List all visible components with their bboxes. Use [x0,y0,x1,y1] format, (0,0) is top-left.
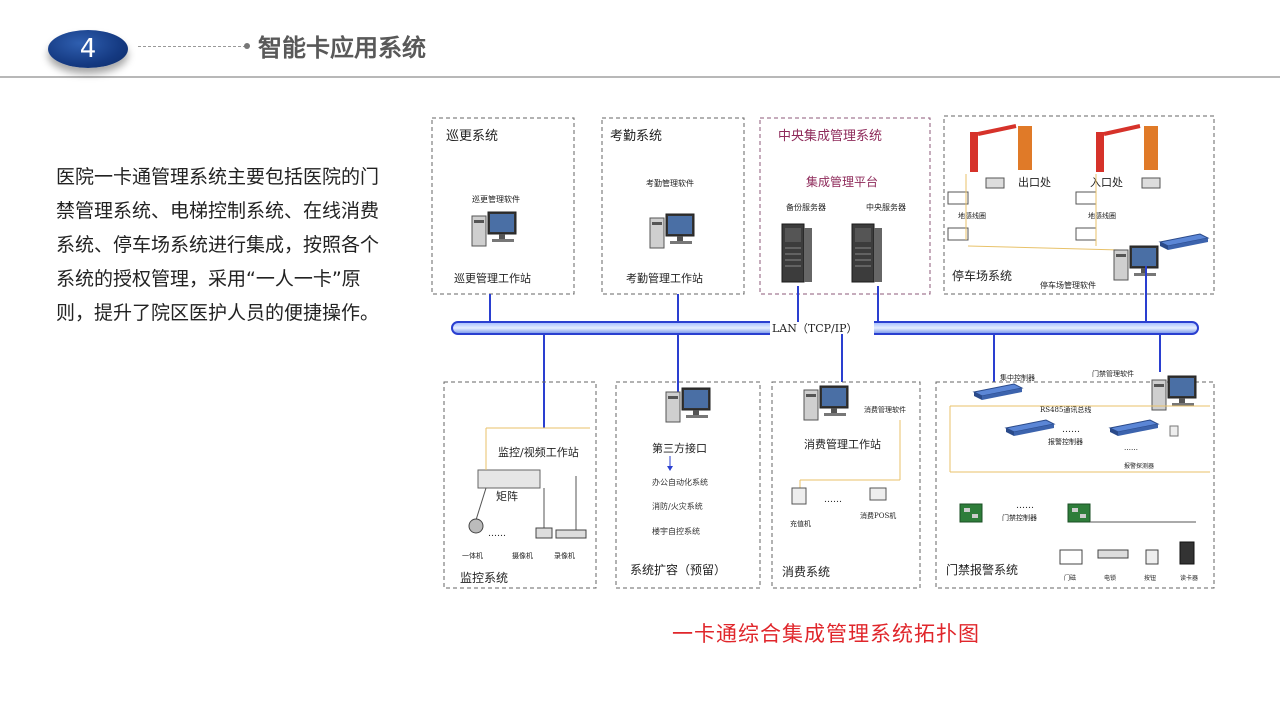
consume-system-box: 消费管理软件 消费管理工作站 …… 充值机 消费POS机 消费系统 [771,381,921,589]
access-title: 门禁报警系统 [946,562,1018,577]
parking-entry-label: 入口处 [1090,176,1123,189]
central-controller-icon [973,383,1023,401]
charger-label: 充值机 [790,519,811,528]
extension-item-3: 楼宇自控系统 [652,526,700,536]
parking-exit-label: 出口处 [1018,175,1051,189]
door-controller-label: 门禁控制器 [1002,513,1037,522]
attendance-system-box: 考勤系统 考勤管理软件 考勤管理工作站 [601,117,745,295]
matrix-label: 矩阵 [496,489,518,503]
pos-terminal-icon [869,487,887,501]
device-button-label: 按钮 [1144,574,1156,582]
exit-barrier-icon [970,132,978,172]
access-system-box: 集中控制器 门禁管理软件 RS485通讯总线 …… 报警控制器 …… 报警探测器… [935,369,1215,589]
lan-bus-label: LAN（TCP/IP） [772,322,857,335]
parking-software-pc-icon [1113,245,1159,281]
door-magnet-icon [1059,549,1083,565]
parking-software-label: 停车场管理软件 [1040,280,1096,290]
patrol-software-label: 巡更管理软件 [472,194,520,204]
alarm-controller-label: 报警控制器 [1048,437,1083,446]
extension-title: 系统扩容（预留） [630,562,726,577]
entry-camera-icon [1141,177,1161,189]
header-divider [0,76,1280,78]
consume-station-label: 消费管理工作站 [804,437,881,451]
slide-number: 4 [79,34,97,64]
extension-system-box: 第三方接口 办公自动化系统 消防/火灾系统 楼宇自控系统 系统扩容（预留） [615,381,761,589]
parking-switch-icon [1159,233,1209,251]
central-server-label: 中央服务器 [866,202,906,212]
rs485-bus-label: RS485通讯总线 [1040,405,1091,414]
monitor-device-1-label: 一体机 [462,551,483,560]
device-lock-label: 电锁 [1104,574,1116,582]
extension-item-2: 消防/火灾系统 [652,501,703,511]
badge-connector-line [138,46,246,47]
backup-server-label: 备份服务器 [786,202,826,212]
pos-label: 消费POS机 [860,511,896,520]
dome-camera-icon [468,518,484,534]
alarm-controller-icon-2 [1109,419,1159,437]
matrix-icon [477,469,541,489]
patrol-title: 巡更系统 [446,129,498,144]
attendance-software-label: 考勤管理软件 [646,178,694,188]
slide-title: 智能卡应用系统 [258,34,426,62]
attendance-station-label: 考勤管理工作站 [626,271,703,285]
alarm-probe-dots: …… [1124,444,1138,452]
device-reader-label: 读卡器 [1180,574,1198,582]
topology-diagram: 巡更系统 巡更管理软件 巡更管理工作站 考勤系统 考勤管理软件 考勤管理工作站 … [431,115,1215,589]
backup-server-icon [781,223,813,283]
interface-pc-icon [665,387,711,423]
third-party-interface-label: 第三方接口 [652,441,707,455]
alarm-controller-icon-1 [1005,419,1055,437]
recorder-icon [555,529,587,539]
monitor-device-2-label: 摄像机 [512,551,533,560]
exit-camera-icon [985,177,1005,189]
central-platform-label: 集成管理平台 [806,174,878,189]
door-dots: …… [1016,501,1034,511]
badge-connector-dot [244,43,250,49]
central-controller-label: 集中控制器 [1000,373,1035,382]
central-title: 中央集成管理系统 [778,128,882,144]
entry-barrier-icon [1096,132,1104,172]
monitor-device-3-label: 录像机 [554,551,575,560]
body-paragraph: 医院一卡通管理系统主要包括医院的门禁管理系统、电梯控制系统、在线消费系统、停车场… [56,166,380,324]
exit-ticket-machine-icon [1018,126,1032,170]
parking-system-box: 出口处 地感线圈 入口处 地感线圈 停车场系统 停车场管理软件 [943,115,1215,295]
parking-title: 停车场系统 [952,268,1012,283]
patrol-system-box: 巡更系统 巡更管理软件 巡更管理工作站 [431,117,575,295]
exit-button-icon [1145,549,1159,565]
door-controller-icon-2 [1067,503,1091,523]
card-reader-icon [1179,541,1195,565]
access-pc-icon [1151,375,1197,411]
monitor-dots: …… [488,529,506,539]
monitor-title: 监控系统 [460,571,508,585]
parking-loop-exit-label: 地感线圈 [958,211,986,220]
device-door-magnet-label: 门磁 [1064,574,1076,582]
door-controller-icon-1 [959,503,983,523]
slide-number-badge: 4 [48,30,128,68]
monitor-system-box: 监控/视频工作站 矩阵 …… 一体机 摄像机 录像机 监控系统 [443,381,597,589]
parking-loop-entry-label: 地感线圈 [1088,211,1116,220]
bullet-camera-icon [535,527,553,539]
diagram-caption: 一卡通综合集成管理系统拓扑图 [672,622,980,646]
monitor-station-label: 监控/视频工作站 [498,445,579,459]
consume-title: 消费系统 [782,565,830,579]
attendance-title: 考勤系统 [610,129,662,144]
central-server-icon [851,223,883,283]
alarm-dots: …… [1062,425,1080,435]
access-software-label: 门禁管理软件 [1092,369,1134,378]
extension-item-1: 办公自动化系统 [652,477,708,487]
entry-ticket-machine-icon [1144,126,1158,170]
patrol-station-label: 巡更管理工作站 [454,271,531,285]
consume-dots: …… [824,495,842,505]
alarm-probe-label: 报警探测器 [1124,462,1154,470]
central-system-box: 中央集成管理系统 集成管理平台 备份服务器 中央服务器 [759,117,931,295]
charger-icon [791,487,807,505]
alarm-probe-icon [1169,425,1179,437]
consume-software-label: 消费管理软件 [864,405,906,414]
consume-pc-icon [803,385,849,421]
electric-lock-icon [1097,549,1129,559]
